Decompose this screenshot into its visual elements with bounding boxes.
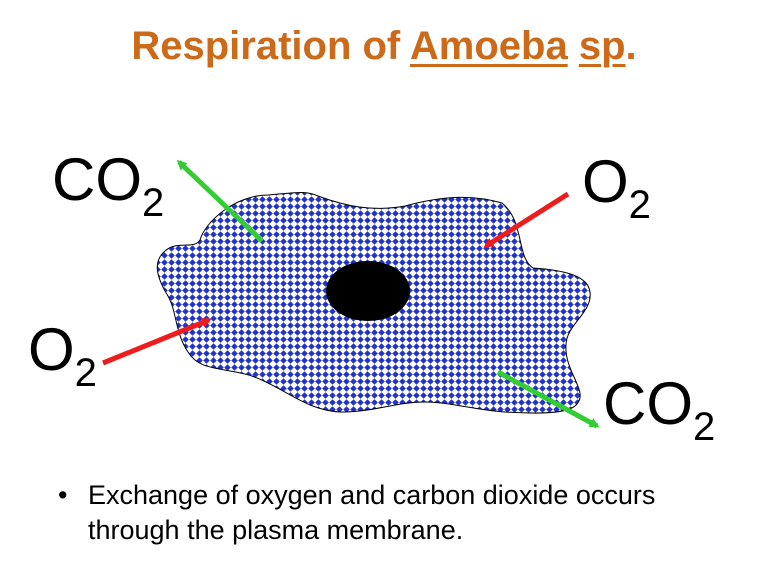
slide-title: Respiration of Amoeba sp. [0, 24, 768, 69]
title-genus: Amoeba [409, 24, 568, 68]
co2-label-top-left: CO2 [52, 146, 164, 225]
bullet-text: Exchange of oxygen and carbon dioxide oc… [88, 480, 656, 545]
nucleus [326, 261, 410, 321]
title-species: sp [578, 24, 626, 68]
title-prefix: Respiration of [131, 24, 410, 68]
o2-in-arrow-left [102, 317, 212, 366]
co2-label-bottom-right: CO2 [603, 370, 715, 449]
bullet-symbol: • [58, 480, 68, 510]
title-suffix: . [625, 24, 637, 68]
co2-out-arrow-top-left [176, 159, 264, 243]
o2-in-arrow-top-right [483, 191, 570, 249]
co2-out-arrow-bottom-right [496, 369, 600, 429]
o2-label-top-right: O2 [582, 148, 651, 227]
o2-label-left: O2 [28, 316, 97, 395]
